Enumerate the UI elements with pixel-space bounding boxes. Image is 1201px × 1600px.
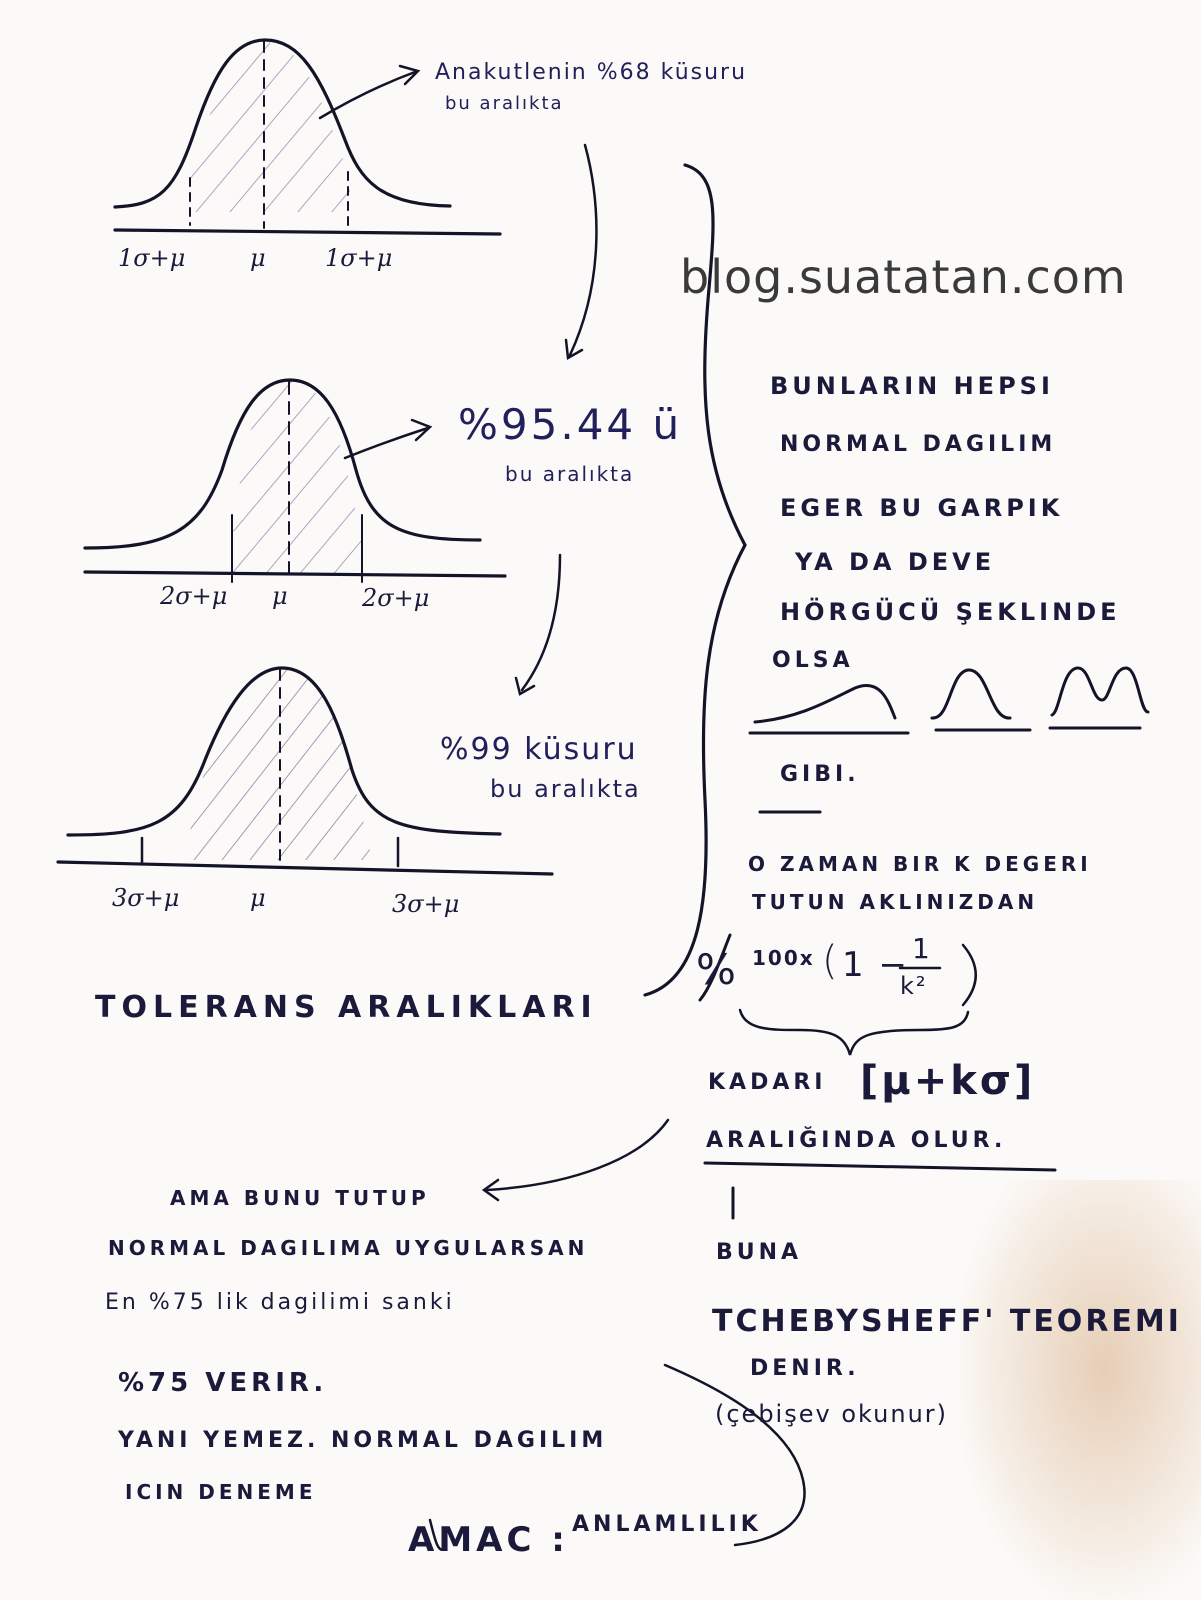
- bottom-line-2: NORMAL DAGILIMA UYGULARSAN: [108, 1236, 589, 1260]
- bell-curve-2: [83, 378, 562, 696]
- gibi-text: GIBI.: [780, 762, 860, 787]
- bottom-line-1: AMA BUNU TUTUP: [170, 1186, 430, 1210]
- curve3-note-line2: bu aralıkta: [490, 775, 641, 803]
- bottom-line-3: En %75 lik dagilimi sanki: [105, 1290, 455, 1315]
- coffee-stain: [960, 1180, 1201, 1600]
- curve1-tick-mid: μ: [250, 244, 266, 272]
- then-line-1: O ZAMAN BIR K DEGERI: [748, 852, 1092, 876]
- interval-text: [μ+kσ]: [860, 1058, 1036, 1104]
- goal-label: AMAC :: [408, 1520, 569, 1560]
- curve2-note-line1: %95.44 ü: [458, 400, 683, 449]
- note-line-2: NORMAL DAGILIM: [780, 432, 1057, 457]
- curve1-note-line2: bu aralıkta: [445, 93, 564, 114]
- curve2-tick-left: 2σ+μ: [160, 582, 228, 610]
- formula-sketch: [428, 933, 1057, 1551]
- formula-open-paren: (: [822, 938, 840, 984]
- watermark-text: blog.suatatan.com: [680, 250, 1127, 304]
- mini-distribution-sketches: [748, 666, 1150, 814]
- goal-value: ANLAMLILIK: [572, 1512, 762, 1537]
- buna-text: BUNA: [716, 1240, 803, 1265]
- curve3-tick-right: 3σ+μ: [392, 890, 460, 918]
- curve2-note-line2: bu aralıkta: [505, 462, 635, 486]
- note-line-5: HÖRGÜCÜ ŞEKLINDE: [780, 598, 1121, 626]
- bottom-line-6: ICIN DENEME: [125, 1480, 317, 1504]
- curve1-tick-right: 1σ+μ: [325, 244, 393, 272]
- shaded-area-2sigma: [232, 380, 362, 575]
- curve1-tick-left: 1σ+μ: [118, 244, 186, 272]
- note-line-6: OLSA: [772, 648, 854, 673]
- denir-text: DENIR.: [750, 1356, 860, 1381]
- kadari-text: KADARI: [708, 1070, 827, 1095]
- percent-sign: %: [696, 945, 738, 994]
- curve1-note-line1: Anakutlenin %68 küsuru: [435, 60, 748, 85]
- note-line-1: BUNLARIN HEPSI: [770, 372, 1054, 400]
- note-line-3: EGER BU GARPIK: [780, 494, 1064, 522]
- araliginda-text: ARALIĞINDA OLUR.: [706, 1128, 1007, 1153]
- curve3-note-line1: %99 küsuru: [440, 732, 638, 767]
- tolerance-intervals-title: TOLERANS ARALIKLARI: [95, 990, 598, 1025]
- shaded-area-1sigma: [190, 42, 350, 212]
- bottom-line-5: YANI YEMEZ. NORMAL DAGILIM: [118, 1428, 608, 1453]
- theorem-name: TCHEBYSHEFF' TEOREMI: [712, 1304, 1182, 1339]
- curve3-tick-mid: μ: [250, 884, 266, 912]
- curve3-tick-left: 3σ+μ: [112, 884, 180, 912]
- bottom-line-4: %75 VERIR.: [118, 1368, 328, 1398]
- formula-one-minus: 1 −: [842, 945, 909, 985]
- curve2-tick-mid: μ: [272, 582, 288, 610]
- curve2-tick-right: 2σ+μ: [362, 584, 430, 612]
- bell-curve-3: [56, 666, 554, 876]
- formula-prefix: 100x: [752, 946, 815, 970]
- formula-numerator: 1: [912, 932, 932, 965]
- pronunciation-note: (çebişev okunur): [715, 1400, 949, 1428]
- then-line-2: TUTUN AKLINIZDAN: [752, 890, 1039, 914]
- curly-brace: [643, 163, 747, 997]
- note-line-4: YA DA DEVE: [795, 548, 996, 576]
- bell-curve-1: [113, 38, 598, 361]
- shaded-area-3sigma: [185, 668, 372, 860]
- formula-denominator: k²: [900, 972, 928, 1000]
